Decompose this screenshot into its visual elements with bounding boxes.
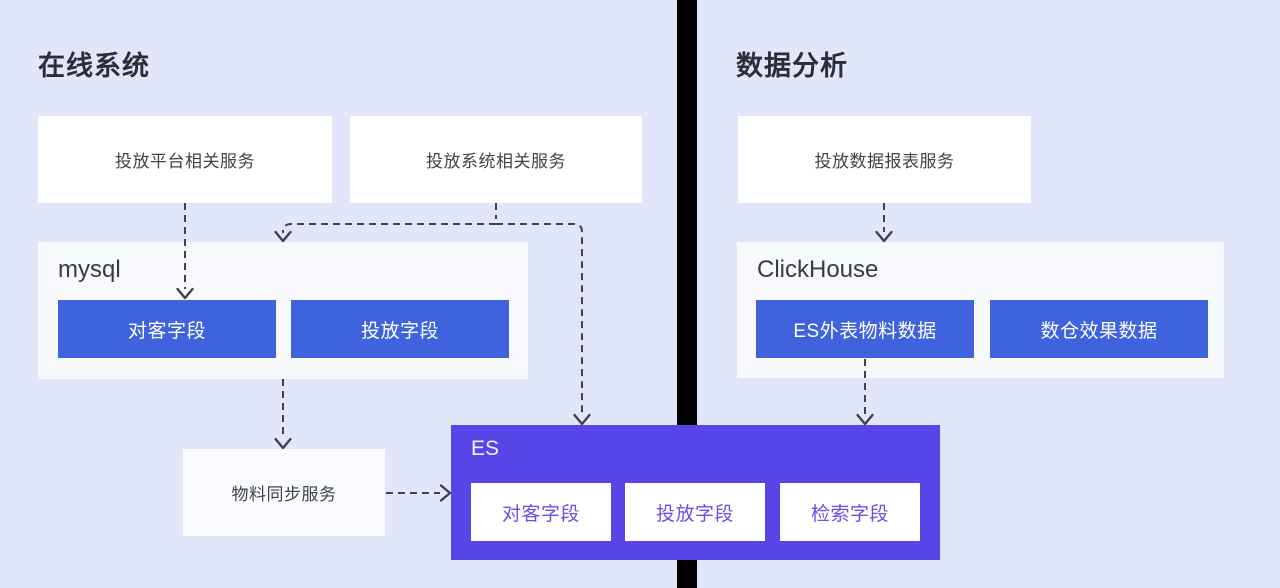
mysql-label: mysql — [58, 256, 121, 283]
service-box-ad-system-label: 投放系统相关服务 — [426, 152, 566, 171]
service-box-ad-platform-label: 投放平台相关服务 — [115, 152, 255, 171]
es-field-delivery: 投放字段 — [625, 483, 765, 541]
es-field-search: 检索字段 — [780, 483, 920, 541]
report-service-box: 投放数据报表服务 — [738, 116, 1031, 203]
mysql-field-customer: 对客字段 — [58, 300, 276, 358]
clickhouse-field-warehouse: 数仓效果数据 — [990, 300, 1208, 358]
arrowhead-report-to-clickhouse — [875, 230, 893, 243]
service-box-ad-platform: 投放平台相关服务 — [38, 116, 332, 203]
es-field-customer: 对客字段 — [471, 483, 611, 541]
mysql-field-delivery: 投放字段 — [291, 300, 509, 358]
mysql-container: mysql 对客字段 投放字段 — [38, 242, 528, 379]
clickhouse-container: ClickHouse ES外表物料数据 数仓效果数据 — [737, 242, 1224, 378]
arrowhead-mysql-to-sync — [274, 437, 292, 450]
right-section-title: 数据分析 — [736, 51, 848, 81]
arrowhead-adsystem-to-mysql — [274, 230, 292, 243]
left-section-title: 在线系统 — [38, 51, 150, 81]
sync-service-box: 物料同步服务 — [183, 449, 385, 536]
arrowhead-sync-to-es — [439, 484, 452, 502]
clickhouse-label: ClickHouse — [757, 256, 879, 283]
service-box-ad-system: 投放系统相关服务 — [350, 116, 642, 203]
arrowhead-clickhouse-to-es — [856, 413, 874, 426]
arrowhead-adsystem-to-es — [573, 413, 591, 426]
arrow-adsystem-to-mysql — [282, 223, 496, 233]
es-label: ES — [471, 437, 500, 460]
es-container: ES 对客字段 投放字段 检索字段 — [451, 425, 940, 560]
report-service-label: 投放数据报表服务 — [814, 152, 955, 171]
clickhouse-field-es-external: ES外表物料数据 — [756, 300, 974, 358]
sync-service-label: 物料同步服务 — [231, 485, 337, 504]
